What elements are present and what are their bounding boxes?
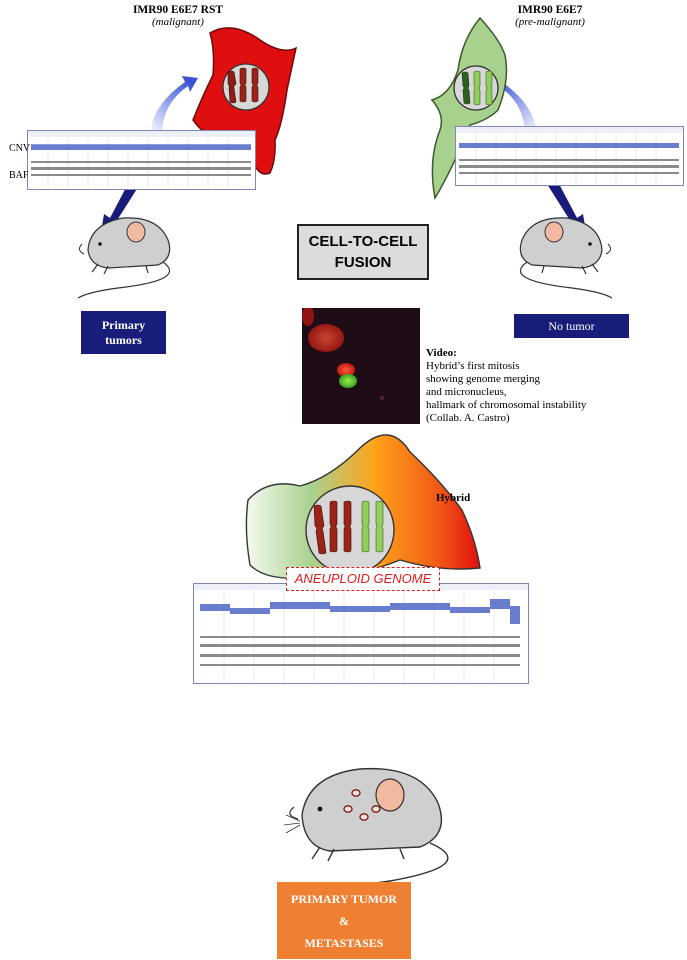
video-heading: Video: — [426, 347, 457, 359]
video-line-4: hallmark of chromosomal instability — [426, 399, 587, 411]
primary-tumors-box: Primary tumors — [81, 311, 166, 354]
malignant-chromosomes — [227, 67, 259, 104]
fusion-line2: FUSION — [334, 254, 392, 271]
primary-tumor-metastases-box: PRIMARY TUMOR & METASTASES — [277, 882, 411, 959]
right-cnv-track — [459, 143, 679, 148]
hybrid-plot-graphics — [194, 584, 528, 682]
cnv-label: CNV — [9, 143, 31, 154]
hybrid-cnv-track — [200, 599, 520, 624]
result-line2: & — [339, 913, 349, 928]
aneuploid-genome-label: ANEUPLOID GENOME — [286, 567, 440, 591]
metastasis-markers — [343, 789, 381, 821]
no-tumor-label: No tumor — [548, 318, 595, 333]
left-baf-tracks — [31, 161, 251, 176]
mitosis-video-still[interactable] — [302, 308, 420, 424]
primary-tumors-line2: tumors — [105, 332, 142, 347]
cell-fusion-box: CELL-TO-CELL FUSION — [297, 224, 429, 280]
hybrid-chromosomes — [313, 500, 384, 555]
video-line-1: Hybrid’s first mitosis — [426, 360, 520, 372]
malignant-cell-label: IMR90 E6E7 RST (malignant) — [118, 4, 238, 28]
left-mouse — [77, 217, 171, 299]
hybrid-baf-tracks — [200, 636, 520, 666]
hybrid-label: Hybrid — [436, 492, 471, 504]
right-baf-tracks — [459, 159, 679, 174]
left-cnv-baf-plot — [27, 130, 256, 190]
video-line-5: (Collab. A. Castro) — [426, 412, 510, 424]
hybrid-cnv-baf-plot — [193, 583, 529, 684]
fusion-line1: CELL-TO-CELL — [308, 233, 418, 250]
result-line1: PRIMARY TUMOR — [291, 891, 397, 906]
left-arc-arrow — [150, 76, 198, 135]
result-line3: METASTASES — [304, 935, 384, 950]
premalignant-cell-label: IMR90 E6E7 (pre-malignant) — [500, 4, 600, 28]
baf-label: BAF — [9, 170, 29, 181]
large-mouse — [283, 767, 449, 894]
premalignant-chromosomes — [461, 70, 493, 106]
video-caption: Video: Hybrid’s first mitosis showing ge… — [426, 347, 636, 425]
right-cnv-baf-plot — [455, 126, 684, 186]
left-plot-graphics — [28, 131, 255, 188]
right-plot-graphics — [456, 127, 683, 184]
premalignant-cell-title: IMR90 E6E7 — [517, 4, 583, 16]
right-arc-arrow — [489, 76, 537, 135]
primary-tumors-line1: Primary — [101, 317, 146, 332]
right-mouse — [519, 217, 613, 299]
video-frame — [302, 308, 420, 424]
video-line-3: and micronucleus, — [426, 386, 507, 398]
malignant-cell-subtitle: (malignant) — [152, 16, 204, 28]
video-line-2: showing genome merging — [426, 373, 541, 385]
malignant-cell-title: IMR90 E6E7 RST — [132, 4, 224, 16]
left-cnv-track — [31, 145, 251, 150]
premalignant-cell-subtitle: (pre-malignant) — [515, 16, 585, 28]
no-tumor-box: No tumor — [514, 314, 629, 338]
